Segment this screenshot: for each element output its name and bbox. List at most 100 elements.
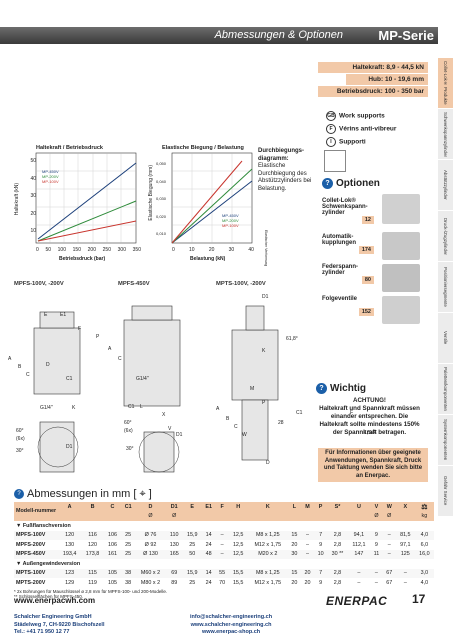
spec-holding-force: Haltekraft: 8,9 - 44,5 kN	[318, 62, 428, 74]
force-label-f: F	[350, 410, 354, 416]
footer-web2[interactable]: www.enerpac-shop.ch	[201, 629, 261, 635]
angle-6xb: (6x)	[124, 428, 133, 434]
dim-c: C	[26, 372, 30, 378]
technical-drawings	[33, 305, 279, 473]
warning-icon: ?	[316, 383, 327, 394]
tab-valves[interactable]: Ventile	[438, 313, 453, 364]
thread-label-2: G1/4"	[136, 376, 149, 382]
angle-60b: 60°	[124, 420, 132, 426]
section-title: Abmessungen & Optionen	[214, 29, 343, 41]
line-mp100	[37, 220, 137, 242]
chart1-title: Haltekraft / Betriebsdruck	[36, 145, 103, 151]
options-icon: ?	[322, 178, 333, 189]
tab-push-pull[interactable]: Druck-/Zugzylinder	[438, 211, 453, 262]
dim-k: K	[72, 405, 76, 411]
angle-60: 60°	[16, 428, 24, 434]
drawing-label-mpfs100: MPFS-100V, -200V	[14, 281, 64, 287]
chart2-xlabel: Belastung (kN)	[190, 256, 226, 262]
spec-stroke: Hub: 10 - 19,6 mm	[346, 74, 428, 86]
dim-d1: D1	[66, 444, 73, 450]
dim-p: P	[96, 334, 100, 340]
important-heading: ACHTUNG!	[353, 397, 386, 405]
dim-m: M	[250, 386, 255, 392]
series-title: MP-Serie	[378, 28, 434, 43]
tab-collet-lok[interactable]: Collet-Lok® Produkte	[438, 58, 453, 109]
i-flag-icon: I	[326, 137, 336, 147]
dim-b: B	[18, 364, 22, 370]
chart1-ylabel: Haltekraft (kN)	[14, 183, 20, 216]
dim-c1b: C1	[128, 404, 135, 410]
important-title: Wichtig	[330, 383, 367, 395]
gb-flag-icon: GB	[326, 111, 336, 121]
option-spring: Federspann-zylinder 80	[322, 264, 374, 284]
force-figure: F 1,5xF	[346, 410, 396, 438]
option-spring-page[interactable]: 80	[361, 276, 374, 284]
dim-b3: B	[226, 416, 230, 422]
dim-d1c: D1	[262, 294, 269, 300]
info-note: Für Informationen über geeignete Anwendu…	[318, 448, 428, 482]
force-label-15f: 1,5xF	[364, 430, 377, 436]
chart2-side-label: Elastischer Verformung	[264, 230, 268, 267]
dim-d1b: D1	[176, 432, 183, 438]
tab-system[interactable]: Systemkomponenten	[438, 415, 453, 466]
spec-panel: Haltekraft: 8,9 - 44,5 kN Hub: 10 - 19,6…	[318, 62, 428, 98]
drawing-symbol-icon: ⌖	[139, 488, 146, 500]
chart1-svg	[35, 152, 137, 244]
footer-web1[interactable]: www.schalcher-engineering.ch	[190, 621, 272, 628]
coupler-image	[382, 232, 420, 260]
group-thread: ▼ Außengewindeversion	[16, 560, 81, 567]
mpts-body	[231, 329, 279, 401]
option-sequence: Folgeventile 152	[322, 296, 374, 316]
dim-e: E	[44, 312, 48, 318]
dim-a3: A	[216, 406, 220, 412]
tab-swing[interactable]: Schwenkspannzylinder	[438, 109, 453, 160]
footnotes: * 2x Bohrungen für Mauschlüssel ø 2,8 mm…	[14, 588, 168, 599]
line-mp200	[37, 200, 137, 242]
option-couplers: Automatik-kupplungen 174	[322, 234, 374, 254]
website-link[interactable]: www.enerpacwh.com	[14, 596, 96, 605]
important-box: ?Wichtig ACHTUNG! Haltekraft und Spannkr…	[316, 383, 423, 503]
footer-company: Schalcher Engineering GmbH Städelweg 7, …	[14, 614, 105, 635]
dim-p3: P	[262, 400, 266, 406]
dim-w: W	[242, 432, 247, 438]
dim-h: L	[140, 404, 143, 410]
mpfs100-flange	[39, 421, 75, 473]
valve-image	[382, 296, 420, 324]
option-collet-page[interactable]: 12	[361, 216, 374, 224]
option-sequence-page[interactable]: 152	[358, 308, 374, 316]
chart-description: Durchbiegungs-diagramm: Elastische Durch…	[258, 148, 312, 192]
dim-c2: C	[118, 356, 122, 362]
drawing-label-mpts: MPTS-100V, -200V	[216, 281, 266, 287]
thread-label-1: G1/4"	[40, 405, 53, 411]
header-bar: Abmessungen & Optionen MP-Serie	[0, 27, 438, 44]
tab-service[interactable]: Gefahr Service	[438, 466, 453, 517]
dim-f: F	[78, 326, 82, 332]
mpfs450-body	[123, 319, 181, 407]
tab-pallets[interactable]: Paletten/komponenten	[438, 364, 453, 415]
dim-d3: D	[266, 460, 270, 466]
page-number: 17	[412, 592, 426, 606]
product-icon	[324, 150, 346, 172]
dim-v: V	[168, 426, 172, 432]
mpfs450-base	[143, 431, 175, 473]
option-collet: Collet-Lok® Schwenkspann-zylinder 12	[322, 198, 374, 224]
chart-holding-force: Haltekraft / Betriebsdruck Haltekraft (k…	[14, 145, 142, 265]
options-title: ?Optionen	[322, 178, 380, 189]
group-flange: ▼ Fußflanschversion	[16, 522, 71, 529]
option-couplers-page[interactable]: 174	[358, 246, 374, 254]
dimensions-heading: ?Abmessungen in mm [ ⌖ ]	[14, 488, 152, 501]
tab-positioning[interactable]: Positioniersegmente	[438, 262, 453, 313]
footer-email[interactable]: info@schalcher-engineering.ch	[190, 614, 273, 620]
footer-contact: info@schalcher-engineering.ch www.schalc…	[190, 614, 272, 637]
weight-icon: ⚖	[421, 503, 428, 511]
tab-work-support[interactable]: Abstützzylinder	[438, 160, 453, 211]
